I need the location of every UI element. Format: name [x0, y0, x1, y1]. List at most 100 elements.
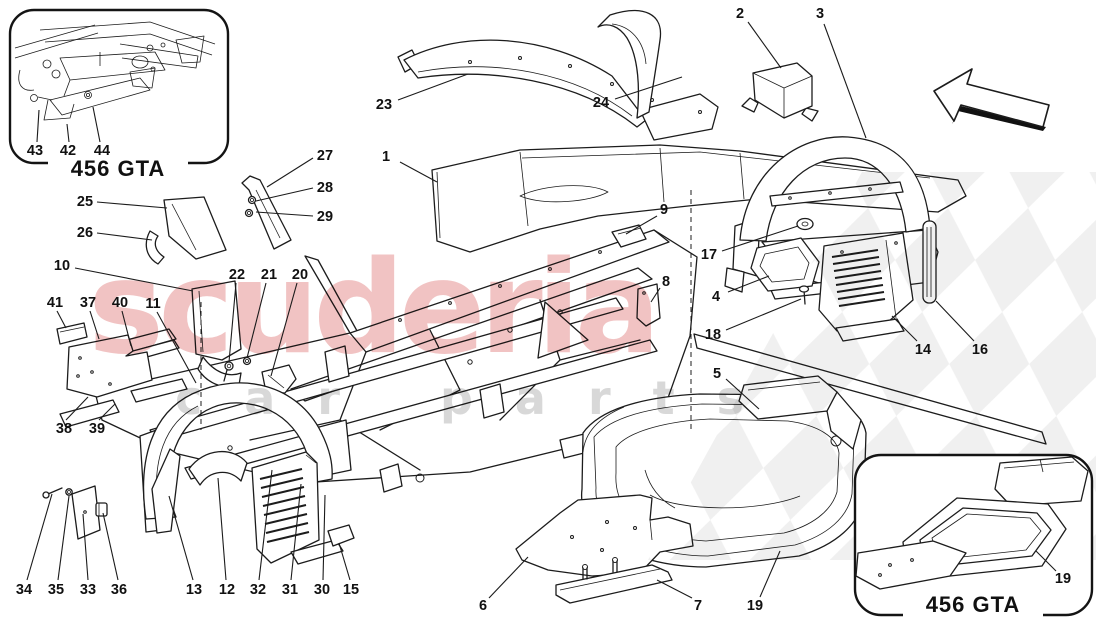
callout-number-43-41: 43: [27, 143, 43, 159]
callout-number-35-29: 35: [48, 582, 64, 598]
callout-number-20-17: 20: [292, 267, 308, 283]
dashed-reference-lines: [200, 190, 692, 432]
inset-top-left-art: [14, 21, 216, 121]
callout-number-9-18: 9: [660, 202, 668, 218]
callout-number-19-44: 19: [1055, 571, 1071, 587]
leader-line-40-13: [121, 310, 132, 347]
leader-line-10-10: [74, 267, 194, 292]
leader-line-14-24: [891, 315, 918, 342]
callout-number-44-43: 44: [94, 143, 110, 159]
callout-number-25-8: 25: [77, 194, 93, 210]
callout-number-36-31: 36: [111, 582, 127, 598]
callout-number-30-36: 30: [314, 582, 330, 598]
callout-number-12-33: 12: [219, 582, 235, 598]
leader-line-29-7: [255, 211, 314, 217]
part-33-panel-art: [71, 485, 101, 540]
callout-number-42-42: 42: [60, 143, 76, 159]
inset-top-left-model-label: 456 GTA: [71, 156, 166, 181]
callout-number-2-1: 2: [736, 6, 744, 22]
callout-number-16-25: 16: [972, 342, 988, 358]
part-15-bracket-art: [327, 524, 355, 547]
leader-line-17-20: [721, 225, 799, 252]
leader-line-19-44: [1035, 550, 1057, 572]
leader-line-21-16: [246, 282, 267, 359]
inset-top-left: 456 GTA: [8, 8, 230, 181]
callout-number-26-9: 26: [77, 225, 93, 241]
leader-line-2-1: [747, 21, 782, 69]
inset-bottom-right-model-label: 456 GTA: [926, 592, 1021, 617]
callout-number-15-37: 15: [343, 582, 359, 598]
callout-number-14-24: 14: [915, 342, 931, 358]
callout-number-13-32: 13: [186, 582, 202, 598]
leader-line-22-15: [228, 282, 237, 363]
part-12-cover-art: [188, 450, 248, 486]
leader-line-28-6: [255, 187, 314, 202]
leader-line-18-22: [725, 298, 802, 331]
callout-number-11-14: 11: [145, 296, 160, 312]
callout-number-38-26: 38: [56, 421, 72, 437]
leader-line-41-11: [56, 310, 67, 329]
leader-line-37-12: [89, 310, 100, 340]
callout-number-37-12: 37: [80, 295, 96, 311]
left-insulation-mats-art: [56, 322, 188, 428]
callout-number-24-4: 24: [593, 95, 609, 111]
part-26-strip-art: [145, 230, 165, 265]
leader-line-30-36: [322, 494, 326, 581]
leader-line-23-3: [397, 73, 469, 101]
leader-line-8-19: [650, 287, 661, 303]
part-35-washer-art: [65, 488, 73, 496]
callout-number-28-6: 28: [317, 180, 333, 196]
part-8-bracket-art: [636, 283, 661, 327]
leader-line-19-40: [759, 550, 781, 598]
callout-number-6-38: 6: [479, 598, 487, 614]
inset-bottom-right: 456 GTA: [853, 453, 1094, 618]
leader-line-39-27: [98, 403, 116, 421]
part-34-screw-art: [42, 487, 63, 499]
part-10-panel-art: [191, 280, 242, 388]
leader-line-31-35: [290, 483, 302, 581]
leader-line-24-4: [614, 76, 683, 100]
callout-number-39-27: 39: [89, 421, 105, 437]
leader-line-44-43: [92, 106, 101, 143]
callout-number-29-7: 29: [317, 209, 333, 225]
leader-line-9-18: [625, 215, 658, 235]
callout-number-5-23: 5: [713, 366, 721, 382]
callout-number-34-28: 34: [16, 582, 32, 598]
direction-arrow: [933, 68, 1050, 131]
leader-line-13-32: [168, 495, 194, 581]
callout-number-22-15: 22: [229, 267, 245, 283]
leader-line-16-25: [935, 300, 975, 342]
leader-line-7-39: [656, 579, 693, 599]
callout-number-7-39: 7: [694, 598, 702, 614]
part-17-clip-art: [796, 217, 814, 231]
callout-number-21-16: 21: [261, 267, 277, 283]
leader-line-6-38: [488, 556, 529, 599]
callout-number-18-22: 18: [705, 327, 721, 343]
leader-line-3-2: [823, 23, 867, 139]
callout-number-19-40: 19: [747, 598, 763, 614]
leader-line-25-8: [96, 201, 168, 209]
part-1-panel-art: [431, 144, 967, 253]
leader-line-42-42: [66, 123, 70, 143]
part-24-pillar-art: [597, 9, 719, 141]
callout-number-32-34: 32: [250, 582, 266, 598]
callout-number-41-11: 41: [47, 295, 63, 311]
callout-number-17-20: 17: [701, 247, 717, 263]
callout-number-1-0: 1: [382, 149, 390, 165]
leader-line-34-28: [26, 493, 53, 581]
callout-number-23-3: 23: [376, 97, 392, 113]
part-23-rail-art: [397, 39, 647, 128]
callout-number-10-10: 10: [54, 258, 70, 274]
part-2-bracket-art: [741, 62, 819, 122]
leader-line-32-34: [258, 469, 273, 581]
leader-line-36-31: [102, 512, 119, 581]
leader-line-5-23: [725, 378, 760, 410]
leader-line-43-41: [36, 109, 40, 143]
watermark-brand-text: scuderia: [88, 234, 655, 383]
part-7-rail-art: [555, 557, 673, 604]
leader-line-15-37: [338, 542, 351, 581]
leader-line-27-5: [266, 157, 314, 188]
leader-line-26-9: [96, 232, 153, 241]
watermark-subtitle-text: car parts: [175, 371, 786, 425]
